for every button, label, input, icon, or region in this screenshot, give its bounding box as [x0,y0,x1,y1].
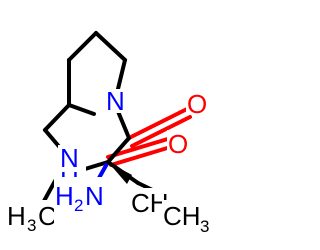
ring-bond-4 [67,103,96,116]
carbonyl-o-bond-a [127,107,189,140]
carbonyl-o-bond-b [130,115,192,148]
carbonyl2-o-bond-a [106,136,173,159]
n-carbonyl-bond [115,107,131,140]
carbonyl2-o-bond-b [109,144,176,167]
oxygen-top-label: O [187,89,207,119]
methyl-right-c: CH [163,201,201,231]
ring-bond-2 [94,31,127,62]
ch2-bond [43,103,71,132]
methyl-left-h: H [7,201,26,231]
molecule-canvas: N O O N H H 3 C H 2 N CH 3 CH 3 [7,31,210,236]
ring-n-label: N [106,86,125,116]
nh-n-label: N [60,143,79,173]
methyl-left-c: C [38,201,57,231]
methyl-left-sub: 3 [27,216,36,235]
alpha-nh-bond [83,160,110,171]
stereo-wedge [108,162,132,184]
ring-bond-1 [67,31,98,62]
nh-ch3-bond [42,179,57,203]
oxygen-bottom-label: O [168,129,188,159]
amine-h: H [55,181,74,211]
alpha-carbon-bond [106,136,131,164]
molecule-structure: N O O N H H 3 C H 2 N CH 3 CH 3 [7,31,210,236]
ring-bond-3 [115,58,127,95]
amine-n: N [85,181,104,211]
amine-sub: 2 [74,196,83,215]
methyl-right-sub: 3 [200,217,209,236]
